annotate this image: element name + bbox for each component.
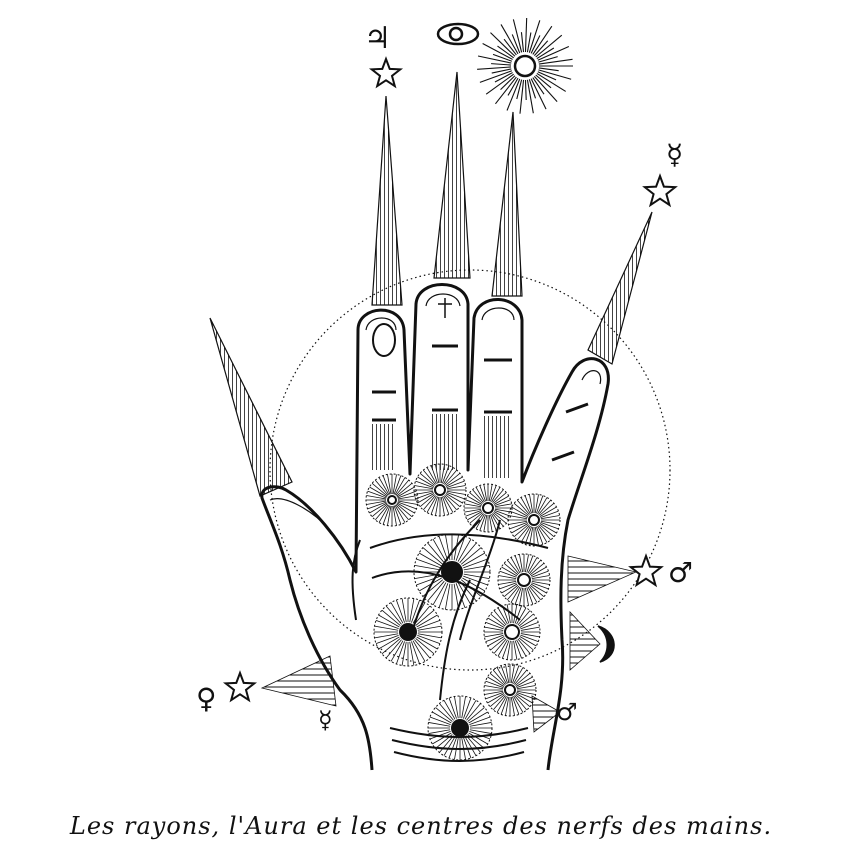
sun-ray xyxy=(485,73,514,95)
nerve-centre xyxy=(373,597,443,667)
palm-lines xyxy=(351,519,549,701)
sun-ray xyxy=(494,72,513,83)
ray-little xyxy=(587,211,653,365)
sun-ray xyxy=(533,40,549,56)
ray-thumb xyxy=(209,317,293,497)
mercury-small-icon: ☿ xyxy=(318,706,333,734)
sun-ray xyxy=(538,69,572,80)
mars-icon: ♂ xyxy=(668,556,693,589)
sun-ray xyxy=(537,71,557,81)
ray-uranus xyxy=(531,695,561,733)
sun-symbol xyxy=(477,18,573,114)
sun-ray xyxy=(538,56,558,63)
sun-ray xyxy=(512,19,523,53)
sun-ray xyxy=(536,47,555,60)
ray-venus xyxy=(260,655,337,707)
ray-ring xyxy=(491,111,523,297)
sun-ray xyxy=(535,74,552,89)
sun-ray xyxy=(491,63,512,66)
sun-ray xyxy=(497,45,514,59)
sun-ray xyxy=(495,76,517,105)
ray-mars xyxy=(567,555,638,603)
nerve-centre xyxy=(427,695,493,761)
sun-ray xyxy=(503,38,517,56)
sun-ray xyxy=(533,76,558,103)
side-rays xyxy=(260,555,638,733)
sun-ray xyxy=(516,79,523,100)
palmistry-hand-drawing: ♃ ☿ ♂ ♀ ☿ ♂ xyxy=(196,18,693,771)
sun-ray xyxy=(524,18,528,53)
stars xyxy=(222,56,678,703)
star-icon xyxy=(368,56,404,89)
sun-ray xyxy=(506,78,521,111)
nerve-centre xyxy=(507,493,561,547)
finger-seal xyxy=(372,323,396,357)
sun-ray xyxy=(482,42,513,60)
figure-caption: Les rayons, l'Aura et les centres des ne… xyxy=(69,812,773,840)
sun-ray xyxy=(530,35,541,54)
sun-ray xyxy=(528,79,537,99)
sun-ray xyxy=(538,58,573,65)
ray-moon xyxy=(569,610,601,671)
sun-ray xyxy=(535,34,563,58)
nerve-centre xyxy=(413,463,467,517)
sun-ray xyxy=(500,24,519,55)
sun-ray xyxy=(490,32,516,57)
sun-ray xyxy=(530,78,547,110)
hand-outline xyxy=(260,283,610,771)
moon-crescent-icon xyxy=(597,625,615,663)
saturn-icon xyxy=(436,22,480,46)
sun-ray xyxy=(477,66,512,70)
nerve-centre xyxy=(463,483,513,533)
uranus-icon: ♂ xyxy=(556,698,578,726)
ray-index xyxy=(371,95,403,306)
sun-ray xyxy=(526,79,534,114)
aura-circle xyxy=(269,269,671,671)
sun-ray xyxy=(511,34,521,54)
sun-ray xyxy=(532,25,553,55)
star-icon xyxy=(628,553,664,588)
nerve-centre xyxy=(483,603,541,661)
sun-ray xyxy=(479,70,513,83)
sun-ray xyxy=(526,32,532,53)
sun-ray xyxy=(520,32,525,53)
finger-hatching xyxy=(372,414,512,478)
sun-ray xyxy=(491,68,512,74)
sun-ray xyxy=(536,72,566,92)
sun-ray xyxy=(519,79,525,114)
star-icon xyxy=(642,173,678,208)
sun-ray xyxy=(492,53,513,62)
wrist-lines xyxy=(389,727,529,762)
nerve-centres xyxy=(365,463,561,761)
sun-ray xyxy=(528,20,541,53)
ray-middle xyxy=(433,71,471,279)
nerve-centre xyxy=(483,663,537,717)
jupiter-icon: ♃ xyxy=(364,21,391,56)
sun-ray xyxy=(524,79,527,100)
nerve-centre xyxy=(365,473,419,527)
sun-ray xyxy=(532,77,545,95)
venus-icon: ♀ xyxy=(196,682,217,715)
hand-inner-outline xyxy=(269,293,602,531)
sun-ray xyxy=(537,45,570,61)
sun-ray xyxy=(500,75,516,91)
mercury-icon: ☿ xyxy=(666,138,683,171)
sun-ray xyxy=(538,67,559,72)
sun-ray xyxy=(477,55,512,64)
star-icon xyxy=(222,670,258,703)
finger-joints xyxy=(372,344,589,462)
sun-ray xyxy=(507,77,519,96)
finger-rays xyxy=(209,71,653,497)
nerve-centre xyxy=(497,553,551,607)
